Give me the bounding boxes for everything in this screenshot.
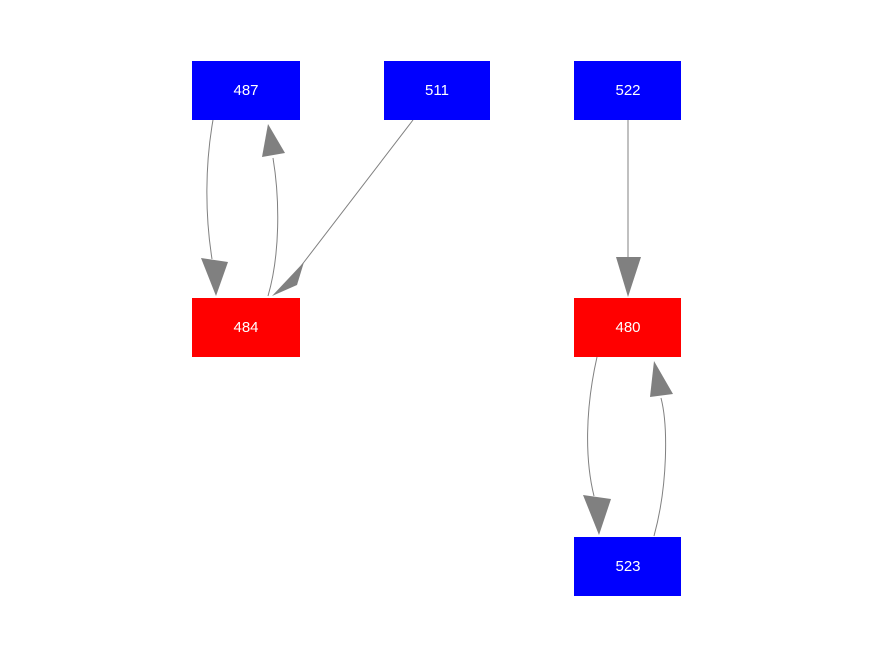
node-layer: 487 511 522 484 480 523 — [192, 61, 681, 596]
node-487[interactable]: 487 — [192, 61, 300, 120]
edge-480-to-523[interactable] — [583, 356, 611, 535]
edge-path — [587, 356, 598, 497]
node-522-rect[interactable] — [574, 61, 681, 120]
node-484[interactable]: 484 — [192, 298, 300, 357]
arrowhead-icon — [650, 361, 673, 397]
edge-path — [653, 397, 667, 537]
arrowhead-icon — [262, 124, 285, 157]
arrowhead-icon — [272, 262, 304, 296]
arrowhead-icon — [616, 257, 641, 297]
edge-path — [206, 119, 214, 260]
arrowhead-icon — [583, 495, 611, 535]
edge-layer — [201, 119, 673, 537]
node-511[interactable]: 511 — [384, 61, 490, 120]
node-523[interactable]: 523 — [574, 537, 681, 596]
node-480[interactable]: 480 — [574, 298, 681, 357]
edge-523-to-480[interactable] — [650, 361, 673, 537]
edge-522-to-480[interactable] — [616, 120, 641, 297]
edge-484-to-487[interactable] — [262, 124, 285, 297]
edge-487-to-484[interactable] — [201, 119, 228, 296]
edge-path — [300, 119, 414, 267]
arrowhead-icon — [201, 258, 228, 296]
edge-511-to-484[interactable] — [272, 119, 414, 296]
node-523-rect[interactable] — [574, 537, 681, 596]
node-487-rect[interactable] — [192, 61, 300, 120]
node-511-rect[interactable] — [384, 61, 490, 120]
node-484-rect[interactable] — [192, 298, 300, 357]
node-480-rect[interactable] — [574, 298, 681, 357]
edge-path — [267, 157, 279, 297]
node-522[interactable]: 522 — [574, 61, 681, 120]
